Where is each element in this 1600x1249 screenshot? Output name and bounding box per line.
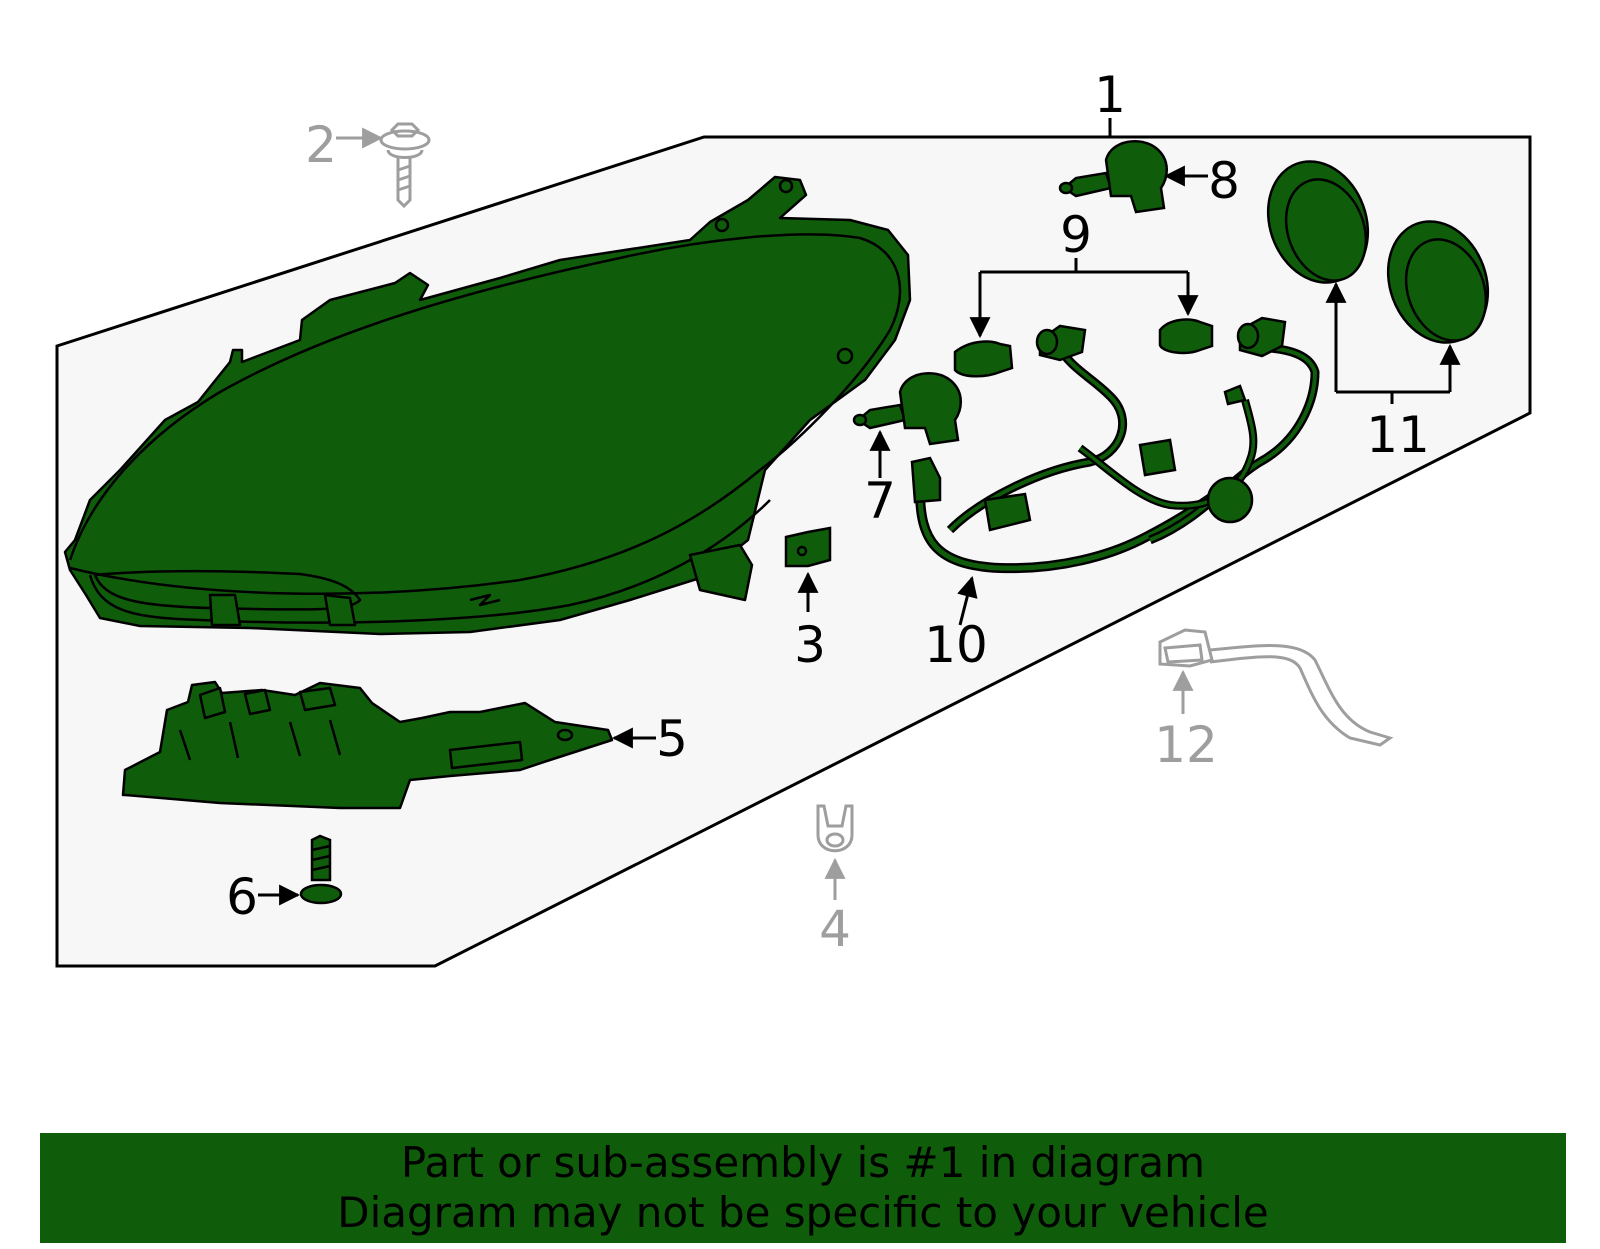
low-beam-bulb-icon: [852, 372, 962, 446]
headlamp-housing: [63, 175, 912, 636]
high-beam-bulb-icon: [1058, 140, 1168, 214]
callout-4: 4: [819, 900, 851, 958]
mounting-bracket: [121, 680, 614, 810]
leader-10: [957, 575, 978, 626]
banner-line-1: Part or sub-assembly is #1 in diagram: [400, 1138, 1206, 1187]
screw-icon: [299, 834, 343, 905]
disclaimer-banner: Part or sub-assembly is #1 in diagram Di…: [40, 1133, 1566, 1243]
wiring-harness: [910, 316, 1320, 574]
connector-pigtail-icon: [1158, 628, 1394, 747]
callout-6: 6: [226, 868, 258, 926]
turn-signal-bulb-icon: [1158, 318, 1214, 355]
callout-11: 11: [1366, 406, 1430, 464]
clip-icon: [816, 804, 854, 853]
callout-3: 3: [794, 616, 826, 674]
bolt-icon: [379, 122, 431, 209]
callout-1: 1: [1094, 66, 1126, 124]
callout-8: 8: [1208, 152, 1240, 210]
dust-cap-icon: [1266, 160, 1370, 284]
side-marker-bulb-icon: [953, 340, 1014, 378]
dust-cap-icon: [1386, 220, 1490, 344]
leader-11: [1325, 281, 1461, 404]
leader-9: [969, 258, 1199, 339]
clip-nut-icon: [784, 526, 832, 568]
callout-2: 2: [305, 116, 337, 174]
callout-12: 12: [1154, 716, 1218, 774]
callout-10: 10: [924, 616, 988, 674]
callout-9: 9: [1060, 206, 1092, 264]
callout-7: 7: [864, 472, 896, 530]
callout-5: 5: [656, 710, 688, 768]
banner-line-2: Diagram may not be specific to your vehi…: [337, 1188, 1269, 1237]
